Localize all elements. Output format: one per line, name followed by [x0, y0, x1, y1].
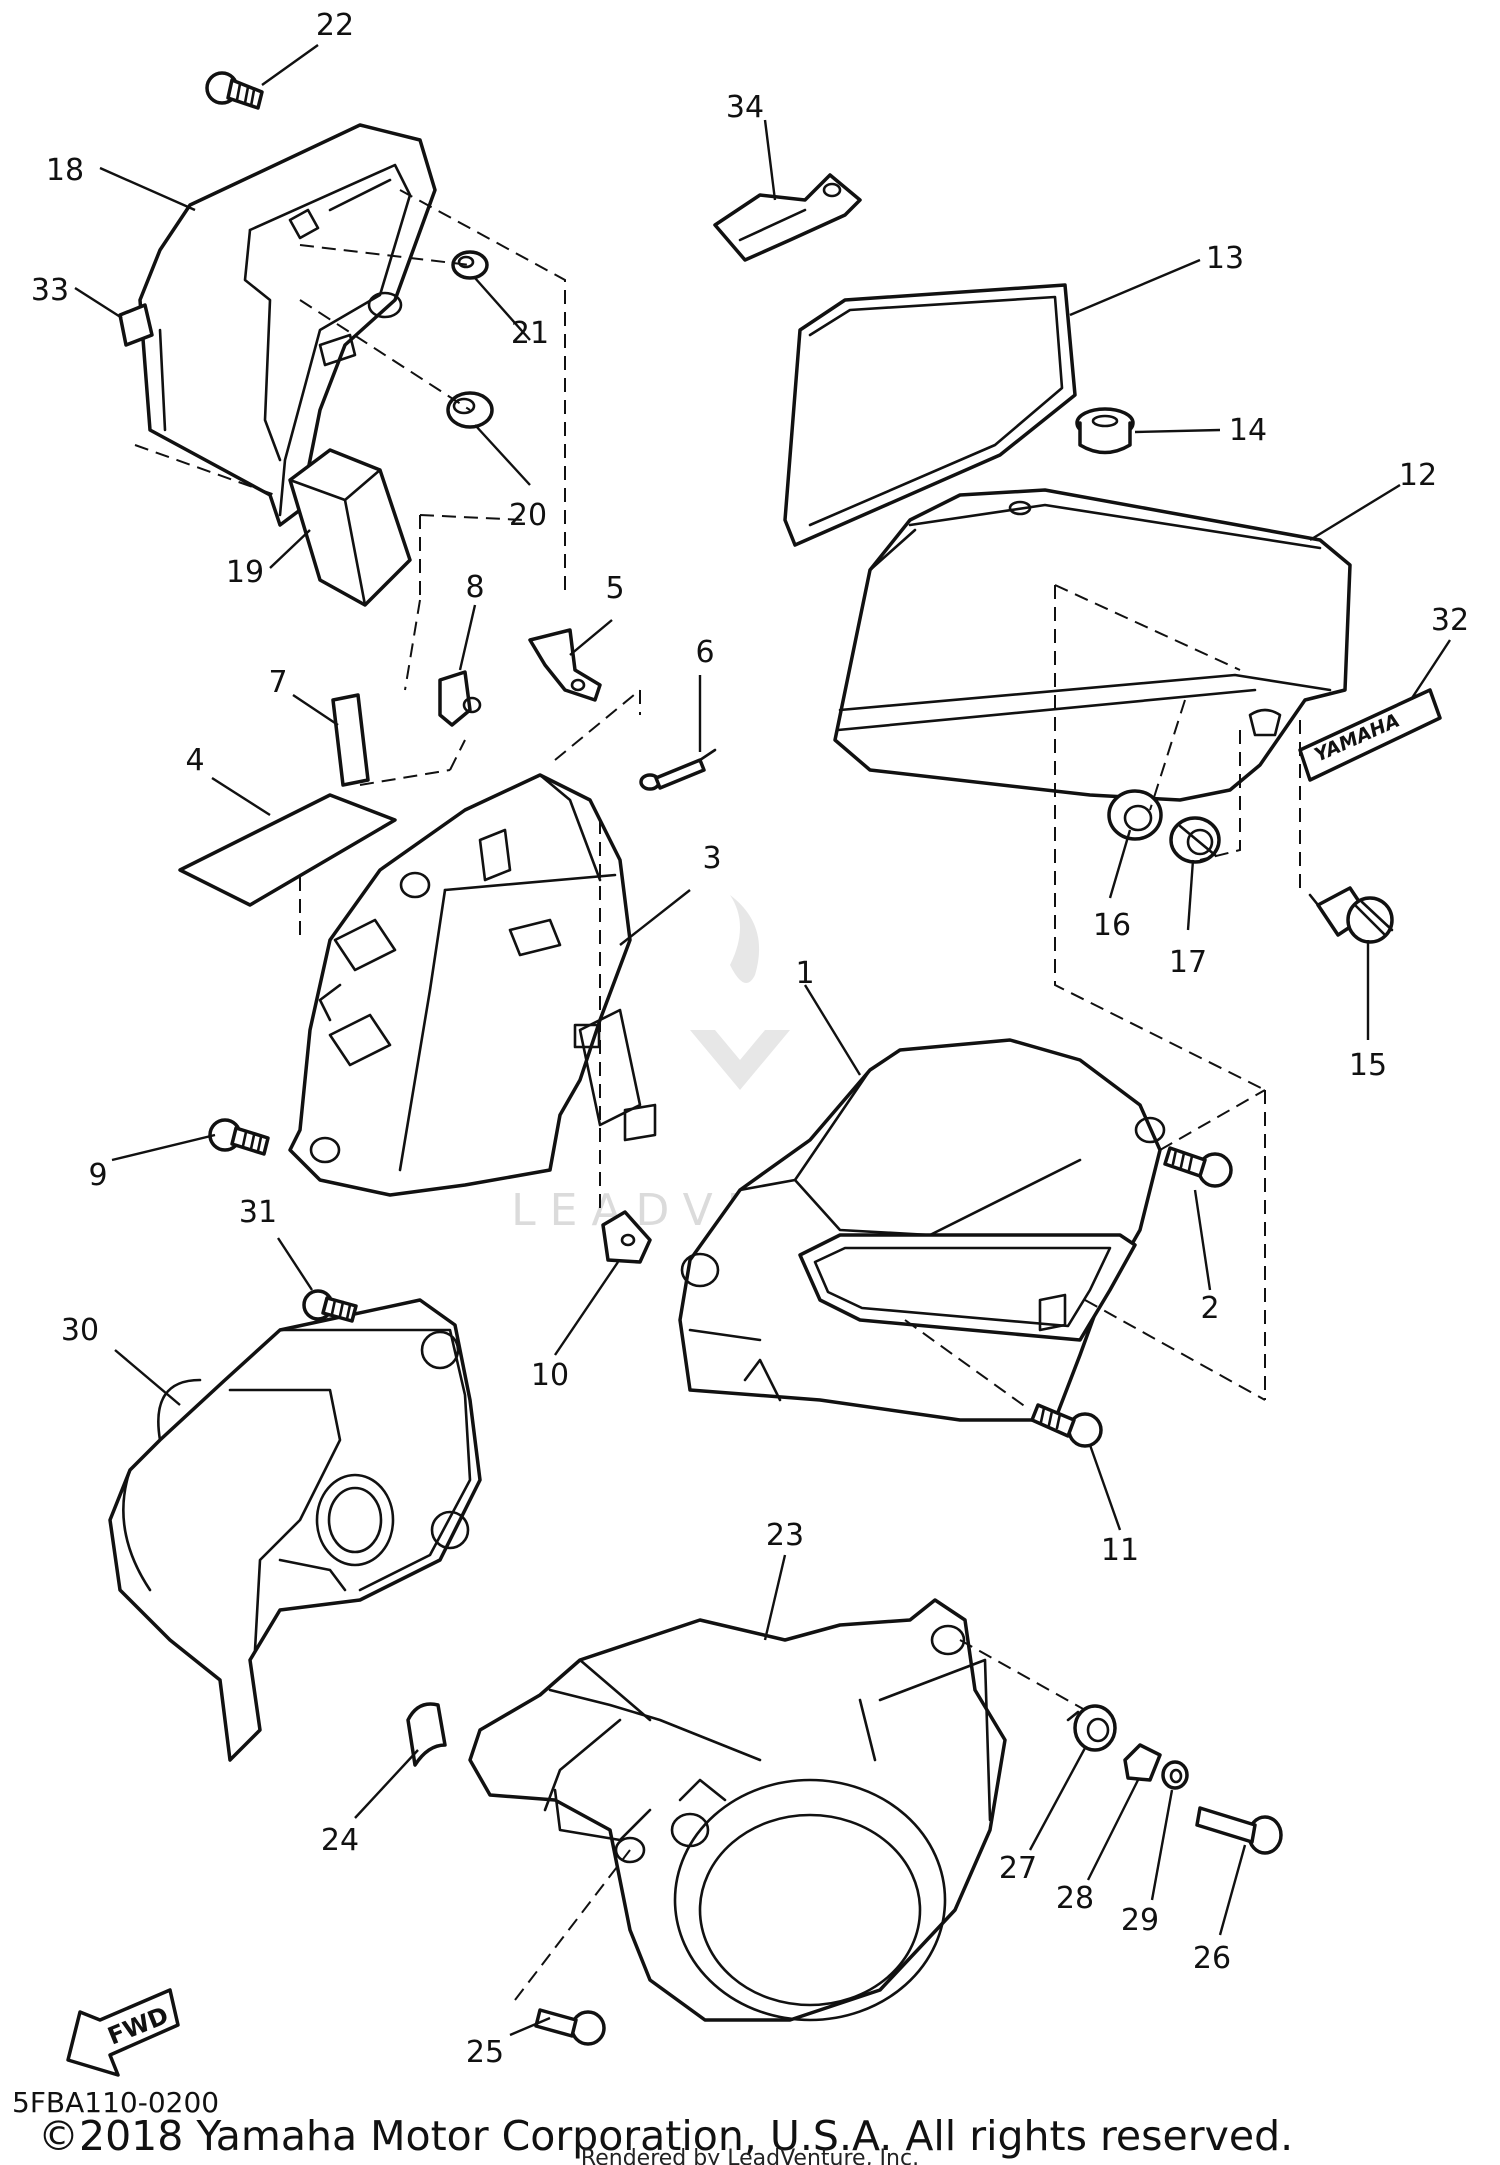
- part-34-bracket: [713, 173, 862, 262]
- callout-34: 34: [726, 90, 764, 125]
- part-9-bolt: [208, 1118, 270, 1156]
- assembly-guide-line: [904, 1319, 1031, 1411]
- part-3-housing: [288, 773, 657, 1197]
- part-8-clip: [438, 670, 482, 727]
- callout-4: 4: [185, 743, 204, 778]
- part-6-rivet: [639, 748, 717, 791]
- assembly-guide-line: [1199, 730, 1241, 861]
- callout-2: 2: [1200, 1291, 1219, 1326]
- rendered-by-notice: Rendered by LeadVenture, Inc.: [581, 2146, 919, 2165]
- part-30-cover: [108, 1298, 482, 1762]
- part-7-pad: [331, 693, 370, 787]
- part-18-cover: [138, 123, 437, 527]
- part-23-cover: [468, 1598, 1007, 2022]
- callout-26: 26: [1193, 1941, 1231, 1976]
- callout-21: 21: [511, 316, 549, 351]
- assembly-guide-line: [1084, 1299, 1266, 1401]
- callout-labels: 22 18 33 21 20 19 34 13 14 12 32 16 17 1…: [31, 8, 1469, 2070]
- callout-10: 10: [531, 1358, 569, 1393]
- part-32-yamaha-emblem: YAMAHA: [1298, 688, 1442, 782]
- copyright-notice: ©2018 Yamaha Motor Corporation, U.S.A. A…: [38, 2112, 1293, 2160]
- assembly-guide-line: [359, 739, 466, 786]
- fwd-direction-arrow: FWD: [66, 1988, 180, 2077]
- callout-32: 32: [1431, 603, 1469, 638]
- assembly-guide-line: [1159, 1089, 1266, 1151]
- callout-23: 23: [766, 1518, 804, 1553]
- callout-20: 20: [509, 498, 547, 533]
- part-11-bolt: [1030, 1403, 1103, 1448]
- assembly-guide-line: [959, 1639, 1086, 1711]
- part-26-bolt: [1195, 1806, 1283, 1855]
- callout-29: 29: [1121, 1903, 1159, 1938]
- part-22-bolt: [205, 71, 264, 110]
- callout-3: 3: [702, 841, 721, 876]
- callout-15: 15: [1349, 1048, 1387, 1083]
- part-25-bolt: [534, 2008, 606, 2046]
- assembly-guide-line: [134, 444, 276, 496]
- callout-6: 6: [695, 635, 714, 670]
- callout-17: 17: [1169, 945, 1207, 980]
- part-27-grommet: [1066, 1704, 1117, 1752]
- part-1-airbox-cover: [678, 1038, 1166, 1422]
- callout-11: 11: [1101, 1533, 1139, 1568]
- part-29-washer: [1161, 1760, 1189, 1790]
- part-21-grommet: [451, 250, 489, 280]
- callout-33: 33: [31, 273, 69, 308]
- assembly-guide-line: [1149, 699, 1186, 811]
- part-15-quick-fastener: [1308, 886, 1394, 944]
- v-logo-icon: [690, 1030, 790, 1090]
- part-28-collar: [1123, 1743, 1162, 1782]
- callout-1: 1: [795, 956, 814, 991]
- assembly-guide-line: [299, 244, 471, 266]
- callout-19: 19: [226, 555, 264, 590]
- part-4-pad: [178, 793, 397, 907]
- part-16-grommet: [1107, 789, 1163, 841]
- callout-9: 9: [88, 1158, 107, 1193]
- diagram-code: 5FBA110-0200: [12, 2086, 219, 2119]
- callout-12: 12: [1399, 458, 1437, 493]
- callout-30: 30: [61, 1313, 99, 1348]
- callout-28: 28: [1056, 1881, 1094, 1916]
- part-14-grommet: [1075, 407, 1135, 455]
- part-31-bolt: [302, 1289, 358, 1323]
- assembly-guide-line: [299, 299, 471, 411]
- flame-icon: [730, 895, 760, 983]
- part-17-collar: [1169, 816, 1221, 864]
- callout-13: 13: [1206, 241, 1244, 276]
- callout-25: 25: [466, 2035, 504, 2070]
- leader-lines: [74, 44, 1452, 2037]
- assembly-guide-line: [1054, 584, 1241, 671]
- callout-16: 16: [1093, 908, 1131, 943]
- callout-7: 7: [268, 665, 287, 700]
- callout-22: 22: [316, 8, 354, 43]
- callout-31: 31: [239, 1195, 277, 1230]
- assembly-guide-line: [514, 1849, 631, 2001]
- part-5-bracket: [528, 628, 602, 702]
- callout-27: 27: [999, 1851, 1037, 1886]
- assembly-guide-line: [554, 689, 641, 761]
- part-12-side-cover: [833, 488, 1352, 802]
- callout-24: 24: [321, 1823, 359, 1858]
- part-13-filter-pad: [783, 283, 1077, 547]
- callout-14: 14: [1229, 413, 1267, 448]
- callout-5: 5: [605, 571, 624, 606]
- assembly-guide-line: [404, 514, 526, 691]
- part-33-label: [118, 303, 154, 347]
- callout-8: 8: [465, 570, 484, 605]
- assembly-guide-line: [1054, 585, 1266, 1091]
- part-2-bolt: [1163, 1146, 1233, 1188]
- part-10-clip: [601, 1210, 652, 1264]
- callout-18: 18: [46, 153, 84, 188]
- part-19-pad: [288, 448, 412, 607]
- assembly-guide-line: [399, 189, 566, 590]
